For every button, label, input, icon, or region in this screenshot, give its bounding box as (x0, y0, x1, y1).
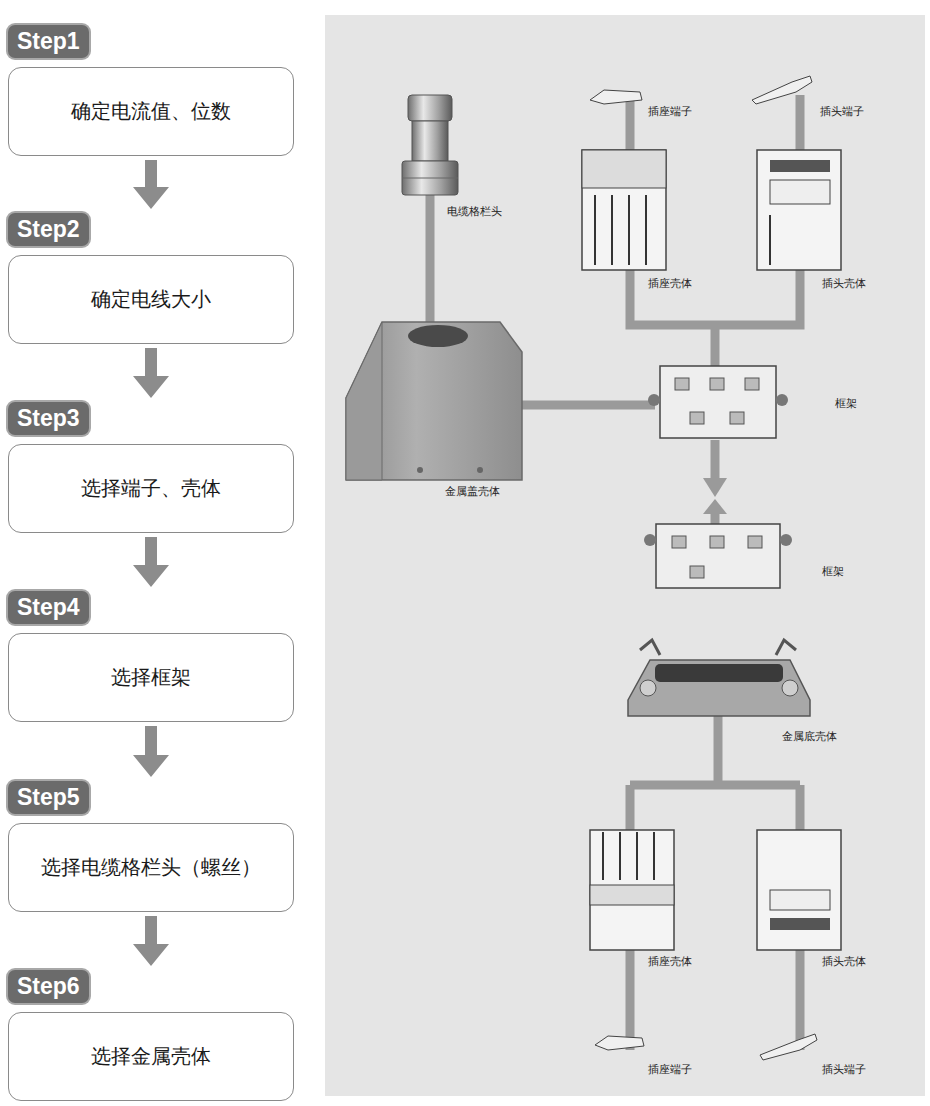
metal-hood (346, 322, 522, 480)
frame-top (648, 366, 788, 438)
step-box: 选择金属壳体 (8, 1012, 294, 1101)
step-label: Step1 (17, 28, 80, 55)
step-text: 选择端子、壳体 (81, 475, 221, 502)
flow-arrow (133, 160, 169, 209)
step-label: Step3 (17, 405, 80, 432)
part-label: 插座壳体 (648, 954, 692, 969)
part-label: 插头端子 (820, 104, 864, 119)
step-box: 确定电线大小 (8, 255, 294, 344)
step-box: 确定电流值、位数 (8, 67, 294, 156)
step-label: Step4 (17, 594, 80, 621)
step-box: 选择端子、壳体 (8, 444, 294, 533)
step-node: Step5 选择电缆格栏头（螺丝） (8, 781, 294, 912)
part-label: 插头壳体 (822, 276, 866, 291)
step-box: 选择电缆格栏头（螺丝） (8, 823, 294, 912)
insert-top (582, 150, 841, 270)
terminals-bottom (595, 1034, 817, 1060)
step-tab: Step4 (8, 591, 89, 624)
part-label: 插座端子 (648, 104, 692, 119)
step-tab: Step6 (8, 970, 89, 1003)
metal-base (628, 640, 810, 716)
step-node: Step1 确定电流值、位数 (8, 25, 294, 156)
panel (325, 15, 925, 1096)
part-label: 插头壳体 (822, 954, 866, 969)
step-node: Step3 选择端子、壳体 (8, 402, 294, 533)
step-text: 确定电线大小 (91, 286, 211, 313)
step-tab: Step3 (8, 402, 89, 435)
frame-bottom (644, 524, 792, 588)
cable-gland (402, 95, 458, 195)
step-text: 选择框架 (111, 664, 191, 691)
flow-arrow (133, 348, 169, 398)
join-arrow (703, 478, 727, 497)
part-label: 电缆格栏头 (447, 204, 502, 219)
step-text: 确定电流值、位数 (71, 98, 231, 125)
part-label: 金属盖壳体 (445, 484, 500, 499)
insert-bottom (590, 830, 841, 950)
step-text: 选择电缆格栏头（螺丝） (41, 854, 261, 881)
step-label: Step2 (17, 216, 80, 243)
step-tab: Step5 (8, 781, 89, 814)
step-node: Step6 选择金属壳体 (8, 970, 294, 1101)
step-box: 选择框架 (8, 633, 294, 722)
terminals-top (590, 76, 812, 104)
part-label: 插头端子 (822, 1062, 866, 1077)
step-tab: Step1 (8, 25, 89, 58)
step-text: 选择金属壳体 (91, 1043, 211, 1070)
part-label: 框架 (822, 564, 844, 579)
join-arrow (703, 499, 727, 514)
part-label: 框架 (835, 396, 857, 411)
step-node: Step4 选择框架 (8, 591, 294, 722)
part-label: 插座壳体 (648, 276, 692, 291)
step-node: Step2 确定电线大小 (8, 213, 294, 344)
part-label: 插座端子 (648, 1062, 692, 1077)
flow-arrow (133, 726, 169, 777)
part-label: 金属底壳体 (782, 729, 837, 744)
flow-arrow (133, 916, 169, 966)
assembly-lines (430, 95, 800, 1050)
step-tab: Step2 (8, 213, 89, 246)
step-label: Step6 (17, 973, 80, 1000)
step-label: Step5 (17, 784, 80, 811)
flow-arrow (133, 537, 169, 587)
